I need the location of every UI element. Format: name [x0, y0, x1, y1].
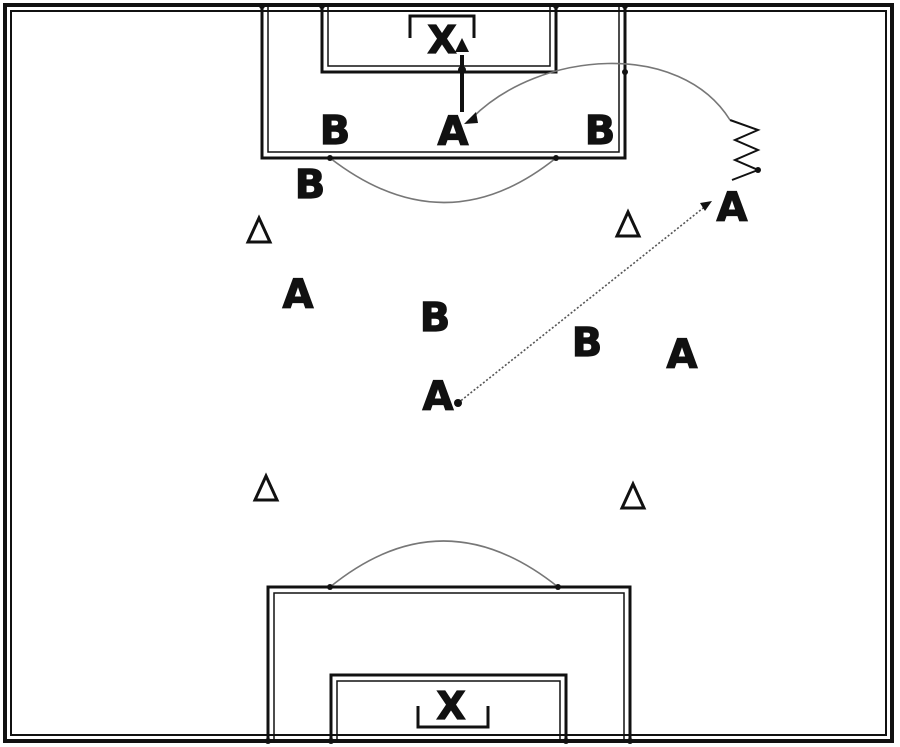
- top-penalty-area: [260, 5, 627, 160]
- top-goal-bracket: [408, 14, 476, 38]
- run-junction-dot: [622, 69, 628, 75]
- arc-end-dot: [327, 584, 333, 590]
- player-a-center: A: [423, 374, 454, 420]
- top-penalty-arc: [329, 157, 557, 204]
- pass-start-dot: [454, 399, 462, 407]
- goal-label-top: X: [427, 18, 456, 62]
- cone-icon: [245, 214, 273, 244]
- shot-start-dot: [458, 66, 466, 74]
- pitch-outer-boundary: [3, 3, 894, 743]
- player-b-top-right: B: [585, 108, 616, 154]
- player-a-far-right: A: [667, 332, 698, 378]
- player-b-outside-box: B: [295, 162, 326, 208]
- arc-end-dot: [555, 584, 561, 590]
- bottom-goal-bracket: [416, 706, 490, 729]
- cone-icon: [619, 480, 647, 510]
- player-a-right: A: [717, 185, 748, 231]
- arc-end-dot: [327, 155, 333, 161]
- player-a-left: A: [283, 272, 314, 318]
- line-junction-dots: [259, 3, 633, 744]
- player-b-right: B: [572, 320, 603, 366]
- cone-icon: [252, 472, 280, 502]
- dribble-zigzag: [729, 119, 761, 181]
- pitch-inner-boundary: [10, 10, 887, 736]
- player-b-top-left: B: [320, 108, 351, 154]
- shot-arrowhead: [455, 38, 469, 52]
- top-goal-area: [320, 5, 558, 74]
- arc-end-dot: [553, 155, 559, 161]
- pass-line-diagonal: [457, 204, 708, 404]
- pass-arrowhead: [700, 201, 712, 211]
- cone-icon: [614, 208, 642, 238]
- bottom-goal-area: [329, 673, 568, 741]
- goal-label-bottom: X: [436, 684, 465, 728]
- bottom-penalty-area: [266, 585, 632, 741]
- run-arrowhead: [464, 112, 478, 124]
- curved-run-line: [471, 62, 731, 121]
- dribble-end-dot: [755, 167, 761, 173]
- player-b-center: B: [420, 295, 451, 341]
- bottom-penalty-arc: [329, 540, 559, 588]
- player-a-top: A: [438, 109, 469, 155]
